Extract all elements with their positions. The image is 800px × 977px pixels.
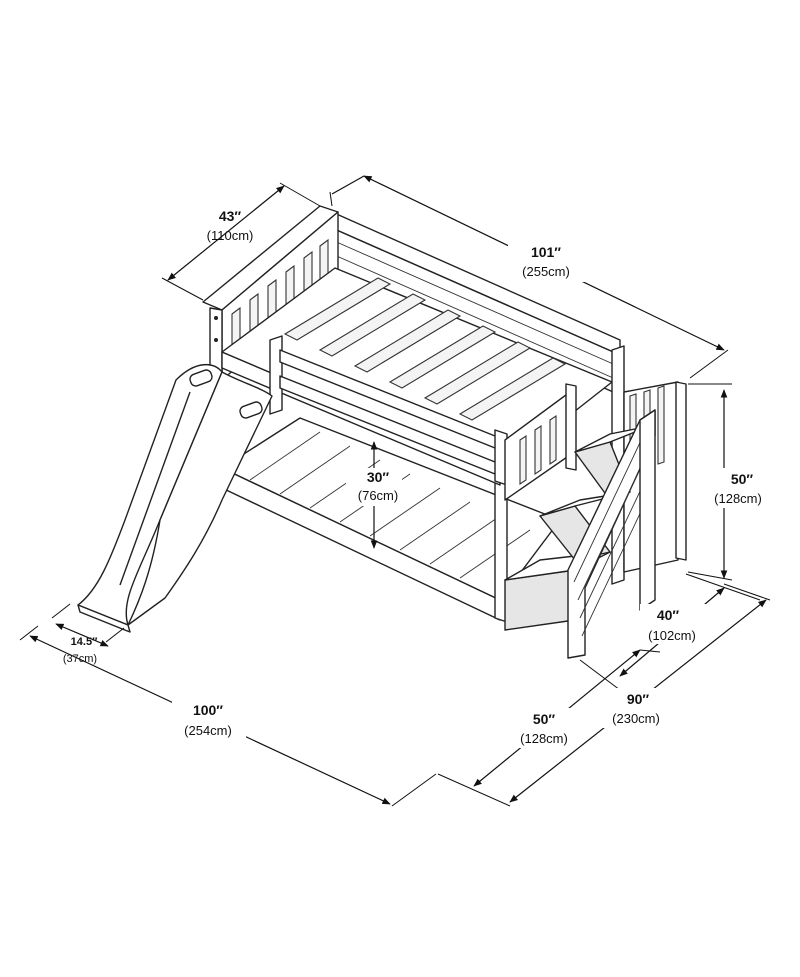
headboard-width-cm: (110cm) xyxy=(207,228,254,243)
dim-slide-width: 14.5″ (37cm) xyxy=(51,603,125,665)
upper-bed-frame xyxy=(221,267,613,501)
bed-width-inches: 50″ xyxy=(533,711,556,727)
lower-bed-frame xyxy=(221,417,561,623)
total-width-inches: 90″ xyxy=(627,691,650,707)
slide-length-cm: (254cm) xyxy=(184,723,232,738)
dim-total-width: 90″ (230cm) xyxy=(437,583,771,807)
total-width-cm: (230cm) xyxy=(612,711,660,726)
slide-width-inches: 14.5″ xyxy=(71,636,98,648)
stair-depth-cm: (102cm) xyxy=(648,628,696,643)
stair-depth-inches: 40″ xyxy=(657,607,680,623)
dim-slide-length: 100″ (254cm) xyxy=(19,625,437,807)
overall-length-inches: 101″ xyxy=(531,244,561,260)
slide-width-cm: (37cm) xyxy=(63,653,97,665)
slide xyxy=(77,364,273,633)
dim-headboard-width: 43″ (110cm) xyxy=(161,182,321,301)
dim-bunk-clearance: 30″ (76cm) xyxy=(346,441,402,549)
overall-height-inches: 50″ xyxy=(731,471,754,487)
slide-length-inches: 100″ xyxy=(193,702,223,718)
overall-height-cm: (128cm) xyxy=(714,491,762,506)
stair-unit xyxy=(504,345,687,659)
bunk-bed-drawing xyxy=(77,205,687,659)
bunk-clearance-inches: 30″ xyxy=(367,469,390,485)
bunk-clearance-cm: (76cm) xyxy=(358,488,398,503)
bed-width-cm: (128cm) xyxy=(520,731,568,746)
dim-stair-depth: 40″ (102cm) xyxy=(579,573,761,691)
dim-bed-width: 50″ (128cm) xyxy=(473,649,661,787)
dim-overall-height: 50″ (128cm) xyxy=(687,383,762,581)
overall-length-cm: (255cm) xyxy=(522,264,570,279)
headboard-width-inches: 43″ xyxy=(219,208,242,224)
dim-overall-length: 101″ (255cm) xyxy=(329,175,729,379)
